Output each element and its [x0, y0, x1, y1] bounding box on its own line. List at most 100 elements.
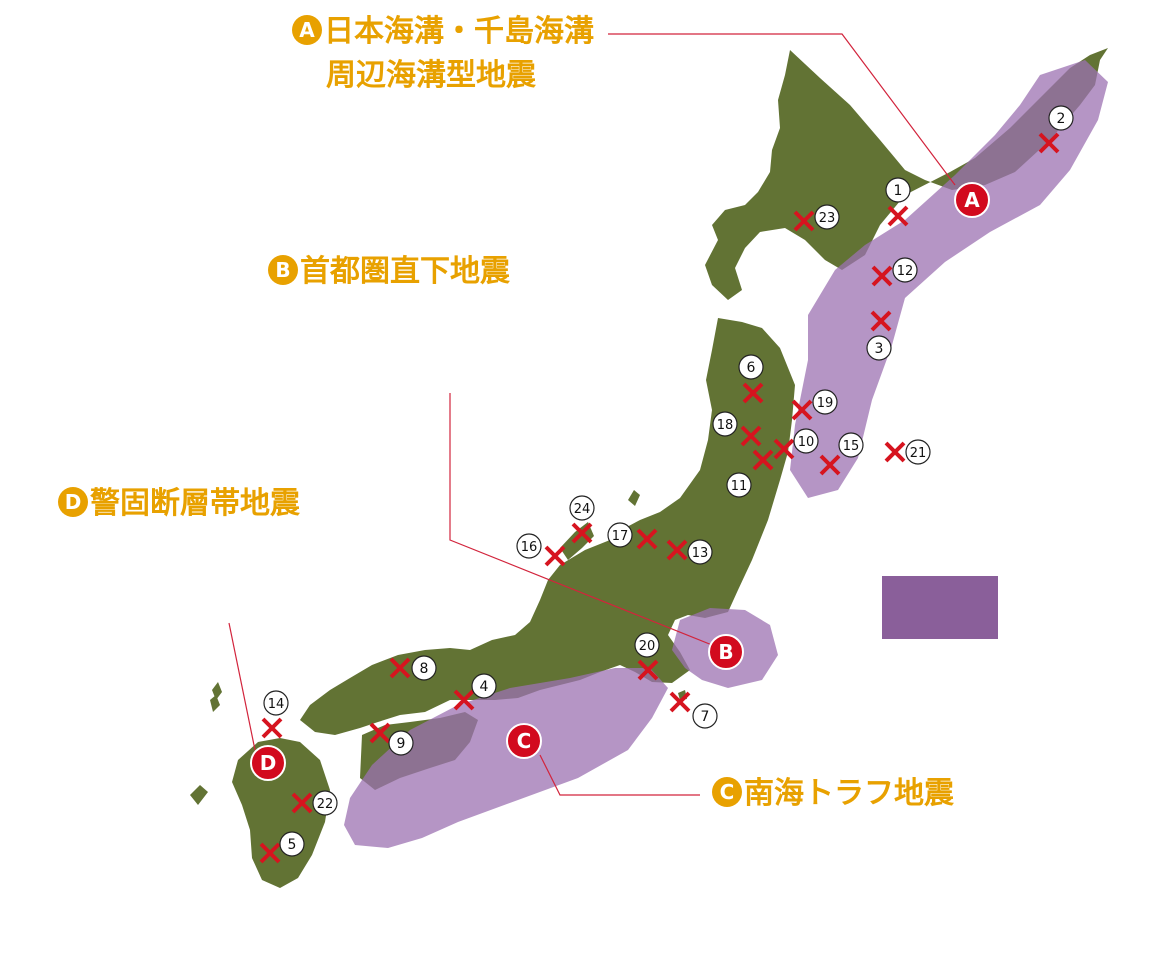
zone-a-title-line1: 日本海溝・千島海溝	[324, 14, 594, 49]
epicenter-number-circle	[712, 411, 738, 437]
epicenter-x-mark	[453, 689, 475, 711]
epicenter-6: 6	[738, 354, 764, 404]
epicenter-number: 18	[717, 418, 734, 433]
epicenter-x-mark	[871, 265, 893, 287]
epicenter-x-mark	[742, 382, 764, 404]
epicenter-2: 2	[1038, 105, 1074, 154]
epicenter-4: 4	[453, 673, 497, 711]
epicenter-x-mark	[819, 454, 841, 476]
zone-marker-circle	[954, 182, 990, 218]
epicenter-16: 16	[516, 533, 566, 567]
zone-a-area	[790, 60, 1108, 498]
zone-c-area	[344, 668, 668, 848]
epicenter-number-circle	[866, 335, 892, 361]
zone-d-bullet: D	[58, 487, 88, 517]
epicenter-17: 17	[607, 522, 658, 550]
epicenter-number-circle	[1048, 105, 1074, 131]
epicenter-x-mark	[793, 210, 815, 232]
epicenter-number: 6	[747, 360, 756, 376]
epicenter-number: 19	[817, 396, 834, 411]
epicenter-number-circle	[411, 655, 437, 681]
epicenter-22: 22	[291, 790, 338, 816]
epicenter-number: 2	[1057, 111, 1066, 127]
epicenter-3: 3	[866, 310, 892, 361]
epicenter-x-mark	[544, 545, 566, 567]
epicenter-x-mark	[636, 528, 658, 550]
epicenter-number-circle	[388, 730, 414, 756]
epicenter-number: 10	[798, 435, 815, 450]
epicenter-number: 7	[701, 709, 710, 725]
epicenter-x-mark	[870, 310, 892, 332]
sado-island	[628, 490, 640, 506]
epicenter-number-circle	[263, 690, 289, 716]
epicenter-19: 19	[791, 389, 838, 421]
goto-islands	[190, 695, 220, 805]
zone-marker-d: D	[250, 745, 286, 781]
epicenter-5: 5	[259, 831, 305, 864]
epicenter-x-mark	[291, 792, 313, 814]
epicenter-number-circle	[312, 790, 338, 816]
epicenter-8: 8	[389, 655, 437, 681]
epicenter-x-mark	[1038, 132, 1060, 154]
zone-a-bullet: A	[292, 15, 322, 45]
leader-lines	[228, 33, 956, 796]
epicenter-number-circle	[793, 428, 819, 454]
epicenter-7: 7	[669, 691, 718, 729]
epicenter-x-mark	[791, 399, 813, 421]
zone-b-title-line1: 首都圏直下地震	[300, 254, 510, 289]
epicenter-x-mark	[773, 438, 795, 460]
epicenter-number-circle	[634, 632, 660, 658]
epicenter-number-circle	[687, 539, 713, 565]
epicenter-number: 22	[317, 797, 334, 812]
epicenter-number: 5	[288, 837, 297, 853]
legend-swatch	[882, 576, 998, 639]
epicenter-10: 10	[773, 428, 819, 460]
epicenter-number: 13	[692, 546, 709, 561]
zone-d-title-line1: 警固断層帯地震	[90, 486, 300, 521]
epicenter-number-circle	[726, 472, 752, 498]
epicenter-number: 15	[843, 439, 860, 454]
epicenter-number: 1	[894, 183, 903, 199]
zone-marker-circle	[506, 723, 542, 759]
epicenter-11: 11	[726, 449, 774, 498]
zone-marker-letter: A	[964, 188, 980, 212]
epicenter-number: 14	[268, 697, 285, 712]
zone-a-title-line2: 周辺海溝型地震	[326, 58, 536, 93]
epicenter-14: 14	[261, 690, 289, 739]
epicenter-x-mark	[740, 425, 762, 447]
hokkaido	[705, 48, 1108, 300]
zone-marker-letter: B	[718, 640, 733, 664]
epicenter-1: 1	[885, 177, 911, 227]
epicenter-x-mark	[887, 205, 909, 227]
epicenter-number: 16	[521, 540, 538, 555]
zone-marker-circle	[708, 634, 744, 670]
epicenter-20: 20	[634, 632, 660, 681]
epicenter-x-mark	[669, 691, 691, 713]
epicenter-number-circle	[905, 439, 931, 465]
leader-line-d	[228, 622, 256, 751]
epicenter-number-circle	[607, 522, 633, 548]
zone-marker-letter: C	[517, 729, 532, 753]
epicenter-number: 4	[480, 679, 489, 695]
epicenter-number-circle	[885, 177, 911, 203]
epicenter-number-circle	[516, 533, 542, 559]
zone-markers: A B C D	[250, 182, 990, 781]
zone-c-title-line1: 南海トラフ地震	[744, 776, 954, 811]
epicenter-number-circle	[812, 389, 838, 415]
epicenter-23: 23	[793, 204, 840, 232]
epicenter-number-circle	[838, 432, 864, 458]
epicenter-24: 24	[569, 495, 595, 544]
earthquake-zones	[344, 60, 1108, 848]
epicenter-number: 23	[819, 211, 836, 226]
epicenter-number-circle	[569, 495, 595, 521]
epicenter-number: 12	[897, 264, 914, 279]
zone-c-bullet: C	[712, 777, 742, 807]
epicenter-number: 24	[574, 502, 591, 517]
epicenter-x-mark	[637, 659, 659, 681]
epicenter-x-mark	[369, 722, 391, 744]
